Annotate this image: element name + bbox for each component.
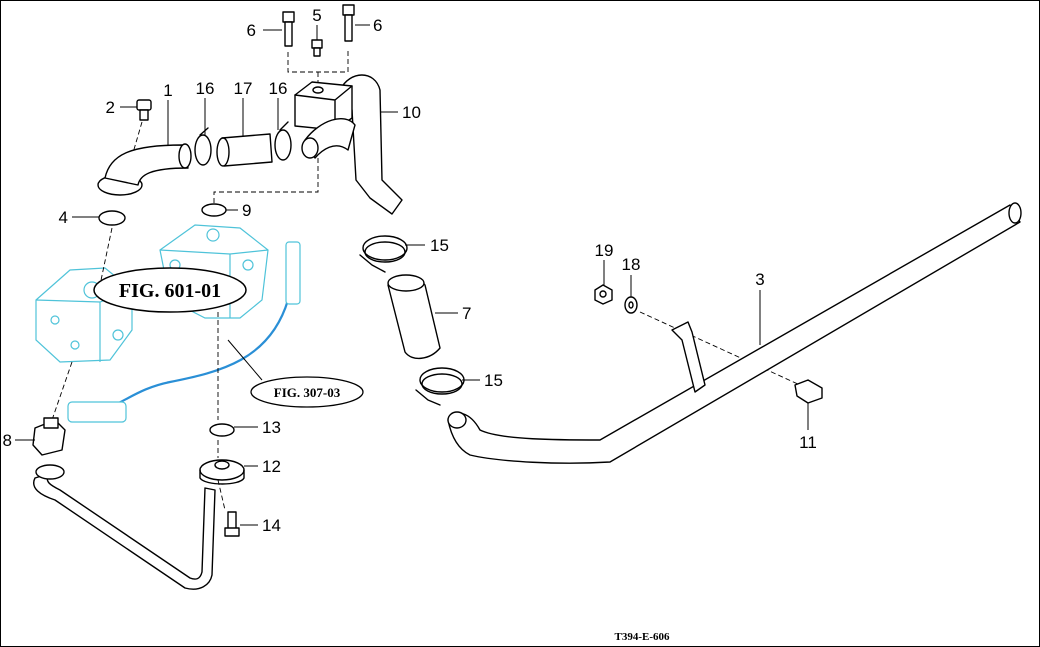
main-tube-3: [447, 202, 1022, 464]
callout-17: 17: [234, 79, 253, 98]
pipe-10: [339, 74, 403, 215]
callout-numbers: 6 5 6 2 1 16 17 16 10 4 9 15 19 18 3 7 1…: [3, 6, 817, 535]
washer-18: [624, 296, 638, 314]
clamp-16-right: [274, 121, 292, 161]
callout-16-right: 16: [269, 79, 288, 98]
callout-10: 10: [402, 103, 421, 122]
plug-5: [311, 39, 323, 57]
fig-307-03-text: FIG. 307-03: [274, 385, 341, 400]
callout-19: 19: [595, 241, 614, 260]
callout-6-right: 6: [373, 16, 382, 35]
callout-1: 1: [163, 81, 172, 100]
plug-2: [136, 99, 152, 121]
nut-19: [594, 284, 613, 305]
o-ring-13: [209, 423, 235, 437]
callout-15-lower: 15: [484, 371, 503, 390]
callout-7: 7: [462, 304, 471, 323]
o-ring-9: [201, 203, 227, 217]
fitting-8: [32, 417, 66, 456]
callout-5: 5: [312, 6, 321, 25]
callout-2: 2: [106, 98, 115, 117]
elbow-pipe-1: [97, 143, 192, 196]
callout-3: 3: [755, 270, 764, 289]
alignment-lines: [51, 50, 801, 511]
bolt-6-left: [282, 11, 295, 47]
callout-9: 9: [242, 201, 251, 220]
callout-12: 12: [262, 457, 281, 476]
clamp-15-upper: [359, 235, 408, 273]
o-ring-4: [98, 210, 126, 226]
clamp-15-lower: [415, 367, 465, 406]
leader-lines: [15, 24, 809, 526]
callout-18: 18: [622, 255, 641, 274]
callout-8: 8: [3, 431, 12, 450]
callout-15-upper: 15: [430, 236, 449, 255]
callout-13: 13: [262, 418, 281, 437]
bolt-11: [794, 379, 823, 404]
callout-6-left: 6: [247, 21, 256, 40]
flange-12: [199, 459, 245, 485]
manifold-block: [294, 81, 356, 159]
hose-7: [387, 274, 441, 359]
fig-307-03-label[interactable]: FIG. 307-03: [250, 376, 364, 408]
callout-16-left: 16: [196, 79, 215, 98]
fig-601-01-text: FIG. 601-01: [119, 280, 221, 302]
bracket: [671, 321, 706, 393]
suction-pipe: [33, 464, 216, 590]
clamp-16-left: [194, 127, 212, 166]
sensor-cable: [67, 241, 301, 423]
bolt-6-right: [342, 4, 355, 42]
callout-14: 14: [262, 516, 281, 535]
fig-601-01-label[interactable]: FIG. 601-01: [93, 267, 247, 313]
callout-4: 4: [59, 208, 68, 227]
drawing-code: T394-E-606: [615, 631, 671, 643]
bolt-14: [224, 511, 240, 537]
callout-11: 11: [799, 433, 817, 452]
hose-17: [216, 133, 273, 167]
